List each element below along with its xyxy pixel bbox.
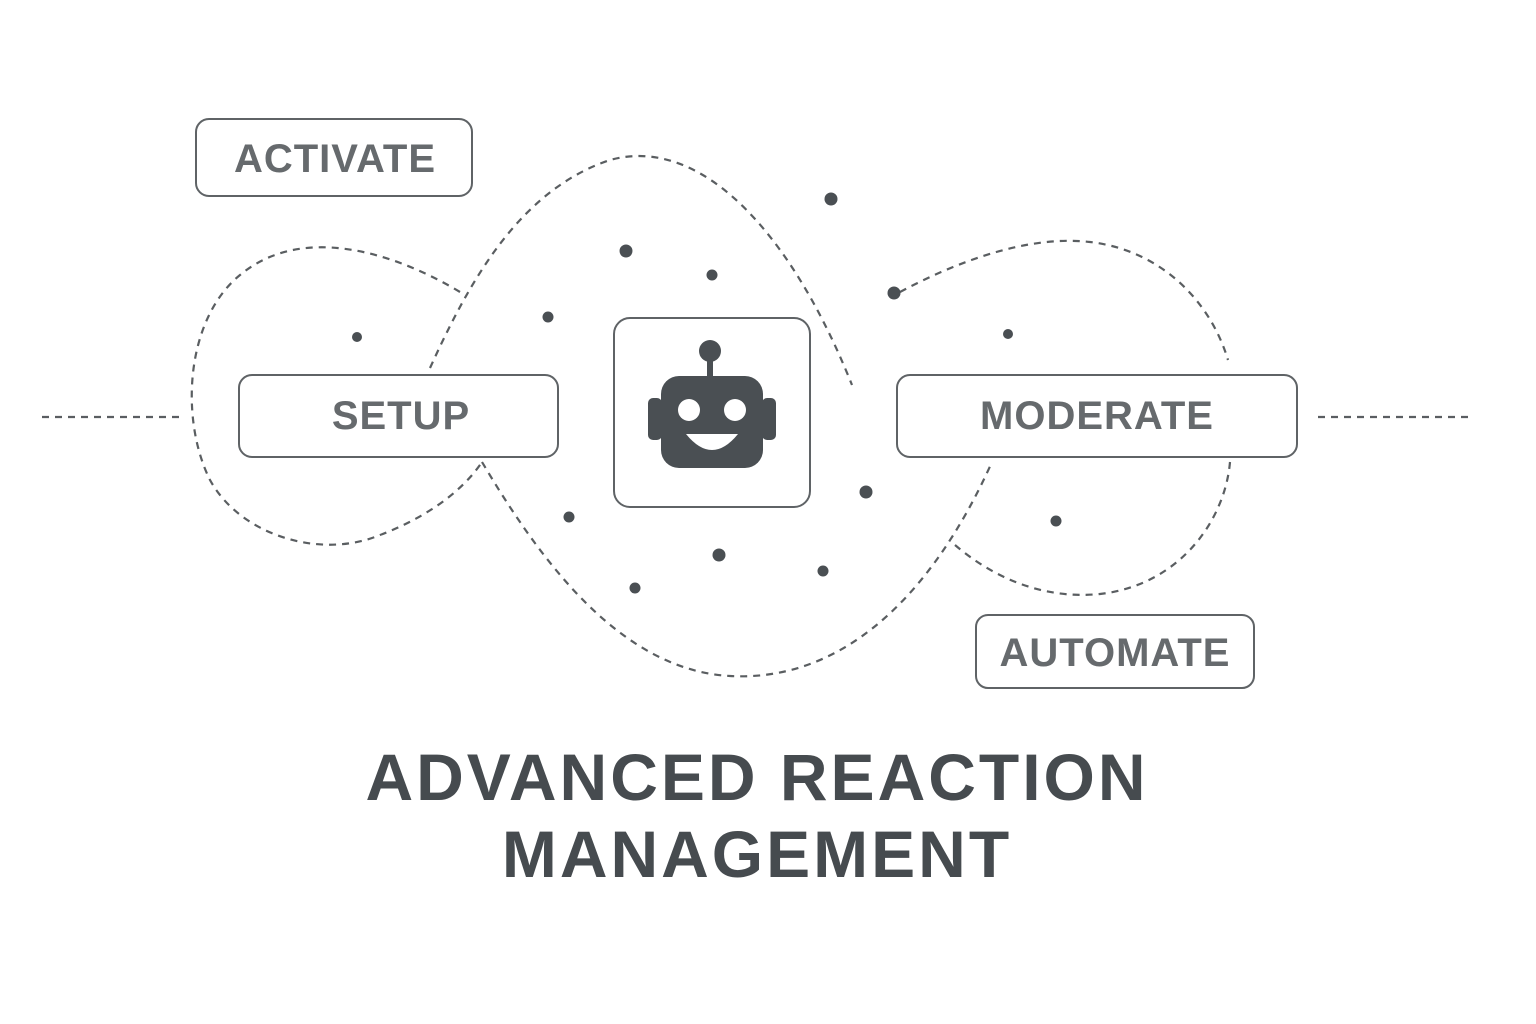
diagram-title-line-1: ADVANCED REACTION bbox=[365, 740, 1148, 814]
dot bbox=[629, 582, 641, 594]
dot bbox=[706, 269, 718, 281]
automate-node: AUTOMATE bbox=[975, 614, 1255, 689]
dot bbox=[619, 244, 633, 258]
dot bbox=[824, 192, 838, 206]
robot-icon bbox=[648, 340, 776, 468]
diagram-title-line-2: MANAGEMENT bbox=[502, 817, 1012, 891]
central-loop-path bbox=[428, 154, 854, 386]
right-loop-path bbox=[899, 239, 1230, 361]
moderate-label: MODERATE bbox=[980, 394, 1214, 438]
dot bbox=[563, 511, 575, 523]
setup-node: SETUP bbox=[238, 374, 559, 458]
automate-label: AUTOMATE bbox=[1000, 631, 1231, 675]
moderate-node: MODERATE bbox=[896, 374, 1298, 458]
dot bbox=[542, 311, 554, 323]
dot bbox=[1050, 515, 1062, 527]
scatter-dots bbox=[352, 192, 1062, 594]
dot bbox=[859, 485, 873, 499]
dot bbox=[712, 548, 726, 562]
dot bbox=[352, 332, 362, 342]
activate-label: ACTIVATE bbox=[234, 137, 436, 181]
right-loop-bottom-path bbox=[954, 461, 1232, 596]
dot bbox=[887, 286, 901, 300]
dot bbox=[817, 565, 829, 577]
dot bbox=[1003, 329, 1013, 339]
setup-label: SETUP bbox=[332, 394, 470, 438]
central-loop-bottom-path bbox=[481, 461, 994, 678]
left-loop-path bbox=[190, 246, 483, 546]
activate-node: ACTIVATE bbox=[195, 118, 473, 197]
